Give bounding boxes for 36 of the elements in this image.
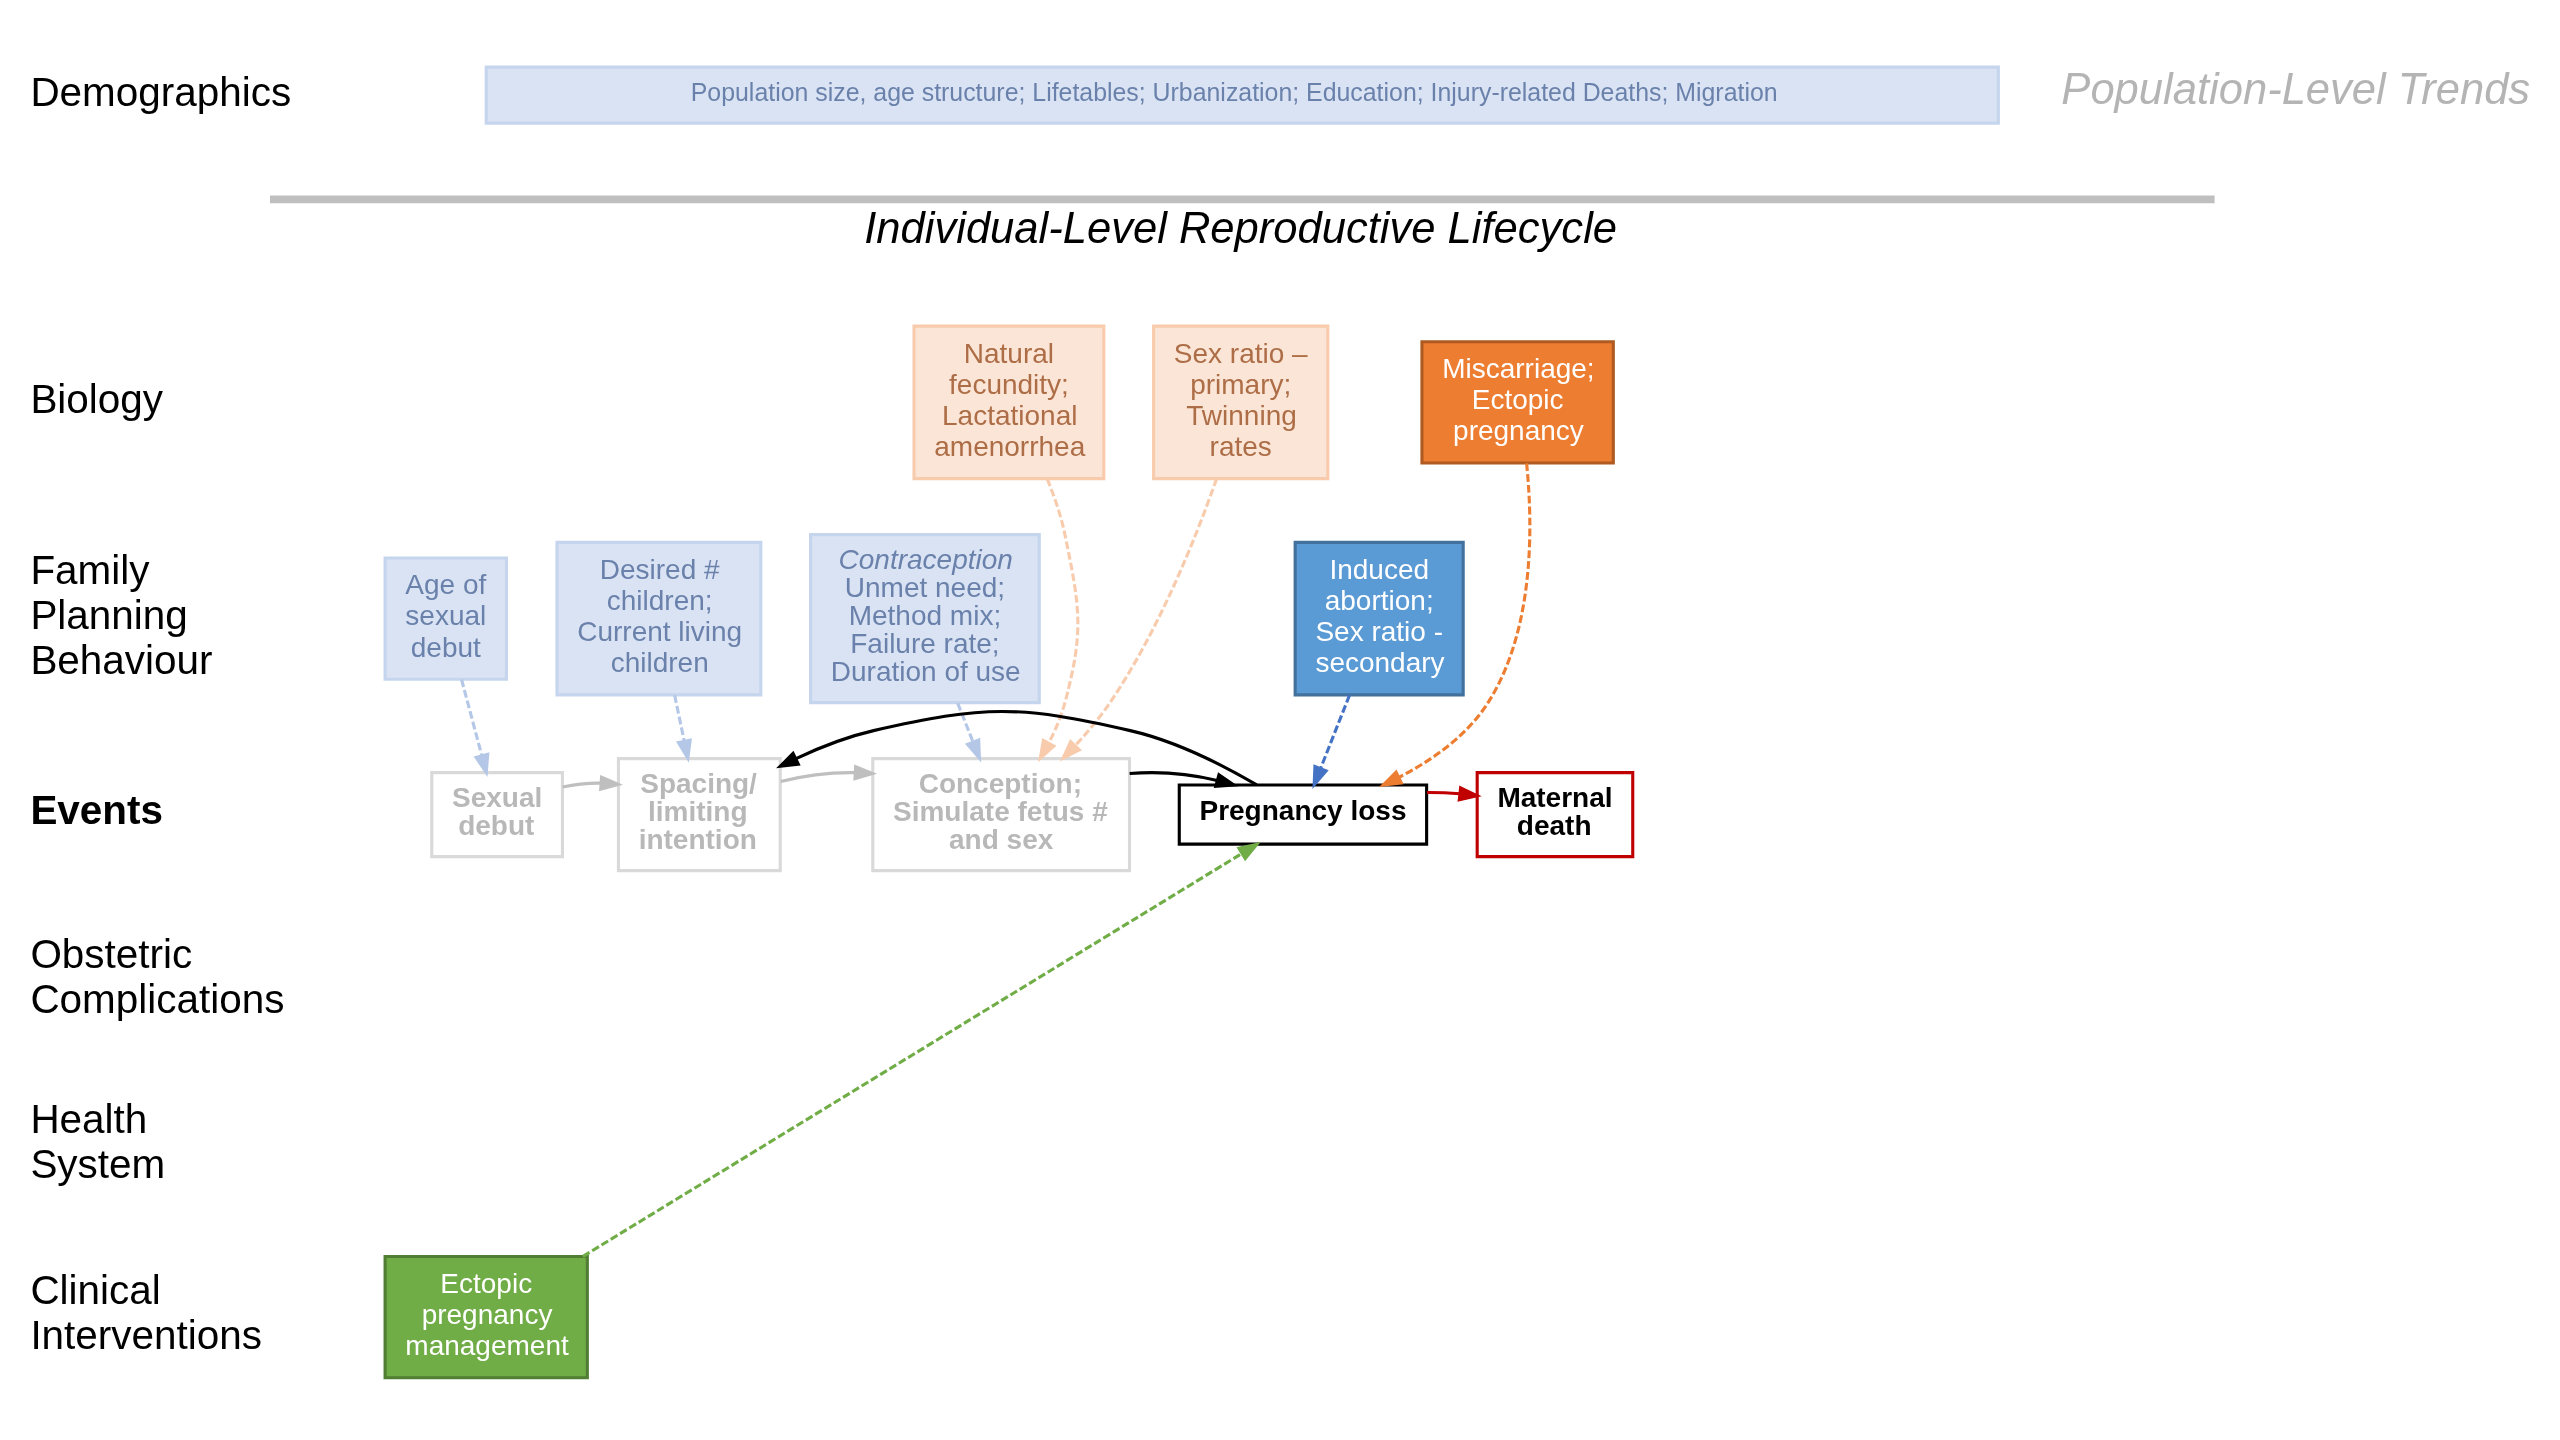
label: Clinical Interventions <box>30 1266 262 1358</box>
label: Individual-Level Reproductive Lifecycle <box>864 203 1618 252</box>
arrow <box>780 763 878 783</box>
arrow <box>1038 477 1080 762</box>
node-box: Population size, age structure; Lifetables; Urbanization; Education; Injury-related Deaths; Migration <box>484 65 2000 125</box>
label: Events <box>30 786 163 833</box>
node-box: Age of sexual debut <box>383 555 508 681</box>
arrow <box>1427 785 1482 802</box>
arrow <box>956 702 982 762</box>
arrow <box>1312 694 1351 789</box>
label: Obstetric Complications <box>30 930 285 1022</box>
node-box: Contraception Unmet need; Method mix; Failure rate; Duration of use <box>809 532 1041 704</box>
arrow <box>1129 770 1239 788</box>
arrow <box>776 709 1258 786</box>
node-box: Desired # children; Current living children <box>555 540 763 696</box>
node-box: Conception; Simulate fetus # and sex <box>871 756 1132 872</box>
arrow <box>1379 462 1532 787</box>
node-box: Miscarriage; Ectopic pregnancy <box>1420 339 1615 465</box>
label: Health System <box>30 1095 166 1187</box>
node-box: Induced abortion; Sex ratio - secondary <box>1293 540 1465 696</box>
label: Family Planning Behaviour <box>30 546 213 683</box>
arrow <box>673 694 692 763</box>
node-box: Spacing/ limiting intention <box>616 756 782 872</box>
node-box: Ectopic pregnancy management <box>383 1254 589 1379</box>
arrow <box>562 774 623 791</box>
label: Demographics <box>30 68 292 115</box>
label: Biology <box>30 375 164 422</box>
arrow <box>582 841 1261 1258</box>
arrow <box>1059 477 1218 762</box>
node-box: Sexual debut <box>430 770 564 858</box>
arrow <box>460 678 490 777</box>
label: Population-Level Trends <box>2061 64 2531 113</box>
node-box: Sex ratio – primary; Twinning rates <box>1152 324 1330 480</box>
node-box: Natural fecundity; Lactational amenorrhea <box>912 324 1106 480</box>
node-box: Pregnancy loss <box>1177 783 1429 846</box>
node-box: Maternal death <box>1475 770 1635 858</box>
